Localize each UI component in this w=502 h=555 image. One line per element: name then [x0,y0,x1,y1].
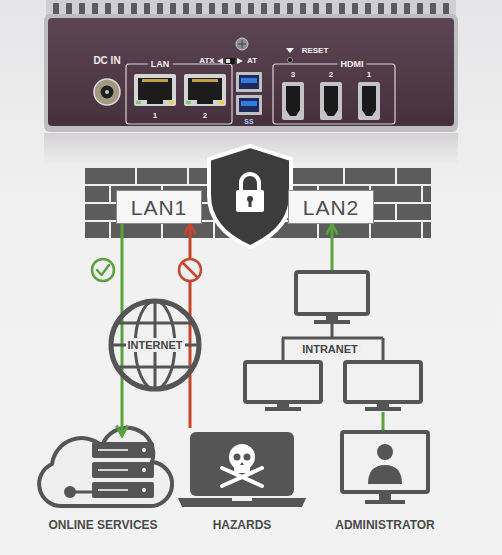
allowed-icon [92,259,114,281]
admin-icon: ADMINISTRATOR [330,430,440,532]
intranet-group: INTRANET [240,270,426,412]
panel-label: 2 [329,71,333,79]
internet-globe: INTERNET [108,298,202,392]
admin-monitor [342,432,428,504]
globe-rim [111,301,199,389]
mini-pc-photo [44,0,458,165]
hdmi-port [358,82,380,120]
screw [236,38,248,50]
flow-connector [121,224,124,436]
node-label: LAN1 [131,197,188,218]
panel-label: HDMI [338,60,367,69]
chassis-frame [44,14,458,132]
cloud-servers [39,428,172,506]
panel-label: 2 [203,112,207,120]
flow-connector [331,224,334,270]
node-label: ADMINISTRATOR [335,518,435,532]
panel-label: ATX [199,57,214,65]
port-box: LAN2 [288,190,374,224]
lan-frame [126,64,232,124]
usb-port [236,95,262,115]
node-label: LAN2 [303,197,360,218]
usb-port [236,72,262,92]
dc-jack [94,79,120,105]
panel-label: LAN [148,60,173,69]
flow-connector [382,412,385,430]
hdmi-port [320,82,342,120]
panel-label: SS [244,118,253,125]
atx-switch [217,58,243,64]
port-box: LAN1 [116,190,202,224]
panel-label: RESET [302,47,329,55]
hdmi-port [282,82,304,120]
shield-lock [209,146,291,247]
service-icon: ONLINE SERVICES [36,436,170,532]
flow-connector [189,224,192,428]
panel-label: DC IN [93,56,120,66]
hdmi-frame [273,64,395,124]
rj45-port [134,74,176,106]
node-label: HAZARDS [213,518,272,532]
reset-button [286,48,294,63]
globe-parallel [117,366,193,369]
globe-parallel [117,322,193,325]
hazard-icon: HAZARDS [176,428,308,532]
panel-label: 3 [291,71,295,79]
hazard-laptop [178,432,306,507]
rj45-port [184,74,226,106]
panel-label: 1 [367,71,371,79]
intranet-network [245,272,421,411]
rear-panel [48,18,454,126]
panel-label: AT [247,57,257,65]
node-label: INTRANET [299,343,361,356]
node-label: ONLINE SERVICES [48,518,157,532]
node-label: INTERNET [126,338,185,352]
blocked-icon [179,259,201,281]
panel-label: 1 [153,112,157,120]
